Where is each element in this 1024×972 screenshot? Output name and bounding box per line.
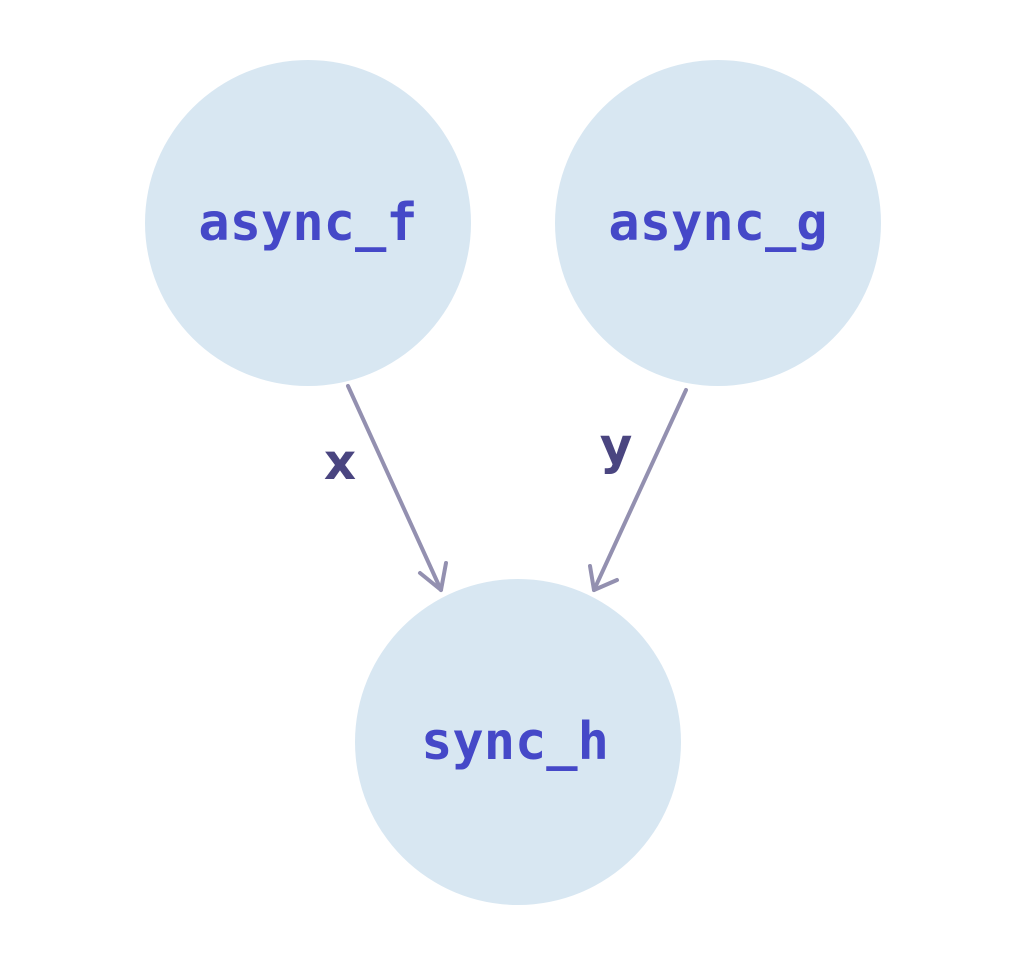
edge-async_g-to-sync_h — [588, 388, 688, 592]
node-circle-async_f — [145, 60, 471, 386]
edge-line-x — [346, 384, 443, 592]
node-async_g[interactable]: async_g — [555, 60, 881, 386]
edge-line-y — [592, 388, 688, 592]
node-circle-async_g — [555, 60, 881, 386]
node-label-async_f: async_f — [198, 193, 417, 253]
node-circle-sync_h — [355, 579, 681, 905]
arrowhead-icon — [588, 564, 619, 592]
arrowhead-icon — [418, 561, 448, 592]
node-sync_h[interactable]: sync_h — [355, 579, 681, 905]
edge-label-y: y — [600, 417, 633, 475]
node-label-async_g: async_g — [608, 193, 827, 253]
node-label-sync_h: sync_h — [421, 712, 609, 772]
edge-label-x: x — [324, 433, 356, 491]
node-async_f[interactable]: async_f — [145, 60, 471, 386]
edge-async_f-to-sync_h — [346, 384, 448, 592]
